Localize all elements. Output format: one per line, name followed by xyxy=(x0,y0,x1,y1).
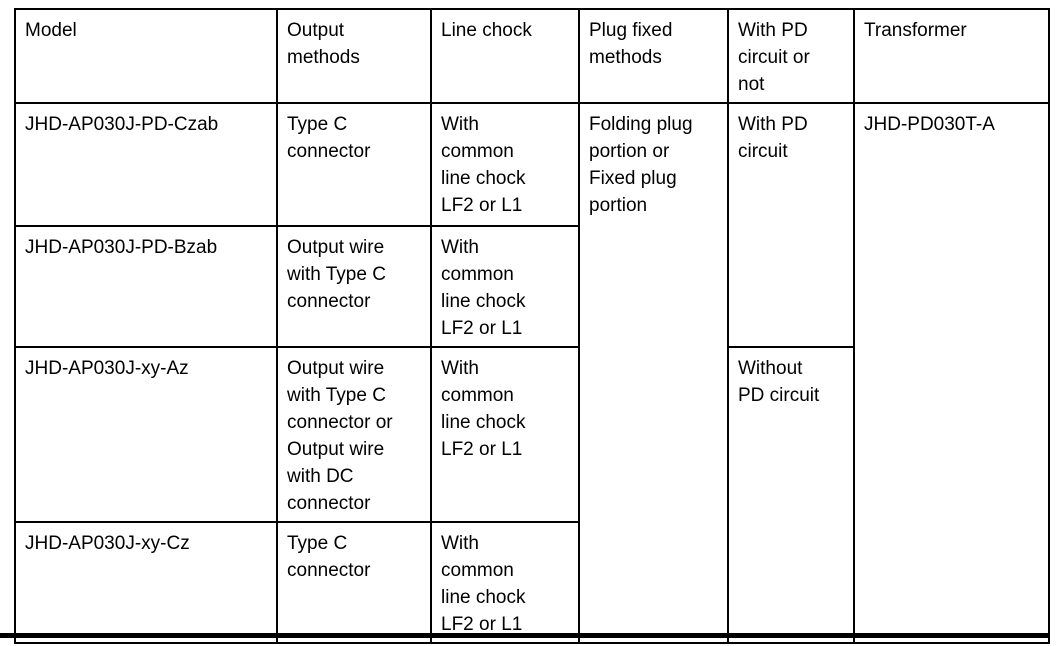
header-plug-fixed-methods: Plug fixed methods xyxy=(578,8,729,104)
cell-output-methods-row1: Type C connector xyxy=(276,102,432,227)
cell-output-methods-row4: Type C connector xyxy=(276,521,432,644)
header-line-chock: Line chock xyxy=(430,8,580,104)
page-bottom-rule xyxy=(0,633,1049,638)
cell-model-row1: JHD-AP030J-PD-Czab xyxy=(14,102,278,227)
cell-line-chock-row4: With common line chock LF2 or L1 xyxy=(430,521,580,644)
cell-model-row4: JHD-AP030J-xy-Cz xyxy=(14,521,278,644)
table-row: JHD-AP030J-xy-Az Output wire with Type C… xyxy=(14,346,1049,644)
cell-plug-fixed-methods-merged: Folding plug portion or Fixed plug porti… xyxy=(578,102,729,644)
cell-output-methods-row2: Output wire with Type C connector xyxy=(276,225,432,348)
table-row: JHD-AP030J-PD-Bzab Output wire with Type… xyxy=(14,225,1049,348)
cell-without-pd-circuit-merged: Without PD circuit xyxy=(727,346,855,644)
cell-transformer-merged: JHD-PD030T-A xyxy=(853,102,1050,644)
adapter-spec-table: Model Output methods Line chock Plug fix… xyxy=(14,8,1050,644)
header-with-pd-circuit-or-not: With PD circuit or not xyxy=(727,8,855,104)
cell-output-methods-row3: Output wire with Type C connector or Out… xyxy=(276,346,432,523)
header-output-methods: Output methods xyxy=(276,8,432,104)
cell-model-row3: JHD-AP030J-xy-Az xyxy=(14,346,278,523)
cell-with-pd-circuit-merged: With PD circuit xyxy=(727,102,855,348)
table-row: JHD-AP030J-PD-Czab Type C connector With… xyxy=(14,102,1050,644)
cell-line-chock-row1: With common line chock LF2 or L1 xyxy=(430,102,580,227)
cell-model-row2: JHD-AP030J-PD-Bzab xyxy=(14,225,278,348)
cell-line-chock-row3: With common line chock LF2 or L1 xyxy=(430,346,580,523)
cell-line-chock-row2: With common line chock LF2 or L1 xyxy=(430,225,580,348)
header-transformer: Transformer xyxy=(853,8,1050,104)
header-row: Model Output methods Line chock Plug fix… xyxy=(14,8,1050,104)
table-row: JHD-AP030J-xy-Cz Type C connector With c… xyxy=(14,521,1049,644)
header-model: Model xyxy=(14,8,278,104)
